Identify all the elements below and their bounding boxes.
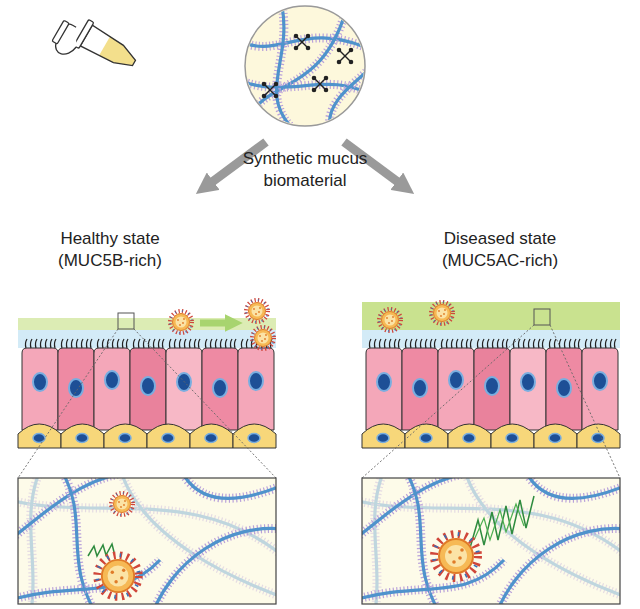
state-label: Diseased state (MUC5AC-rich)	[425, 228, 575, 272]
tube-icon	[49, 9, 142, 88]
healthy-zoom	[10, 468, 290, 609]
diseased-zoom	[354, 468, 634, 609]
mucus-network-circle	[238, 6, 372, 128]
state-label: Healthy state (MUC5B-rich)	[40, 228, 180, 272]
healthy-airway	[18, 300, 276, 478]
label-wrapper: Synthetic mucus biomaterial	[225, 148, 385, 192]
label-wrapper: Healthy state (MUC5B-rich)	[40, 228, 180, 272]
diseased-airway	[362, 302, 620, 478]
material-label: Synthetic mucus biomaterial	[225, 148, 385, 192]
label-wrapper: Diseased state (MUC5AC-rich)	[425, 228, 575, 272]
